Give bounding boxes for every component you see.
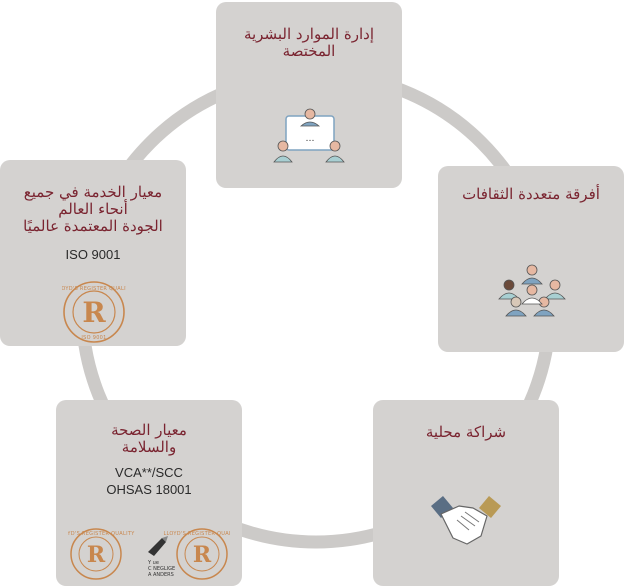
svg-text:LLOYD'S REGISTER QUALITY: LLOYD'S REGISTER QUALITY xyxy=(62,286,126,292)
card-local-partnership: شراكة محلية xyxy=(373,400,559,586)
team-icon xyxy=(498,264,566,317)
svg-text:R: R xyxy=(193,542,212,568)
card-quality-standard: معيار الخدمة في جميع أنحاء العالم الجودة… xyxy=(0,160,186,346)
handshake-icon xyxy=(431,496,501,545)
card-title: إدارة الموارد البشرية المختصة xyxy=(243,25,375,60)
quality-assurance-seal: R LLOYD'S REGISTER QUALITY xyxy=(68,528,135,580)
standard-label: ISO 9001 xyxy=(65,247,121,262)
card-multicultural-teams: أفرقة متعددة الثقافات xyxy=(438,166,624,352)
card-title: معيار الصحة والسلامة xyxy=(111,421,187,456)
svg-text:A ANDERS: A ANDERS xyxy=(148,572,174,578)
svg-text:R: R xyxy=(87,542,106,568)
svg-text:LLOYD'S REGISTER QUALITY: LLOYD'S REGISTER QUALITY xyxy=(163,531,230,537)
svg-text:LLOYD'S REGISTER QUALITY: LLOYD'S REGISTER QUALITY xyxy=(68,531,135,537)
svg-text:C NEGLIGE: C NEGLIGE xyxy=(148,566,175,572)
svg-text:…: … xyxy=(306,134,315,144)
quality-assurance-seal: R LLOYD'S REGISTER QUALITY xyxy=(163,528,230,580)
meeting-icon: … xyxy=(273,108,345,163)
svg-text:ISO 9001: ISO 9001 xyxy=(81,335,106,341)
vca-logo: Y ue C NEGLIGE A ANDERS xyxy=(147,536,175,578)
card-title: شراكة محلية xyxy=(425,423,507,441)
card-title: أفرقة متعددة الثقافات xyxy=(462,185,600,203)
certification-logos: R LLOYD'S REGISTER QUALITY Y ue C NEGLIG… xyxy=(68,528,230,580)
card-health-safety: معيار الصحة والسلامة VCA**/SCC OHSAS 180… xyxy=(56,400,242,586)
card-hr-management: إدارة الموارد البشرية المختصة … xyxy=(216,2,402,188)
card-title: معيار الخدمة في جميع أنحاء العالم الجودة… xyxy=(23,183,163,235)
svg-text:Y ue: Y ue xyxy=(147,560,159,566)
standards-label: VCA**/SCC OHSAS 18001 xyxy=(106,465,192,497)
svg-text:R: R xyxy=(82,296,106,329)
quality-assurance-seal: R LLOYD'S REGISTER QUALITY ISO 9001 xyxy=(62,281,126,343)
